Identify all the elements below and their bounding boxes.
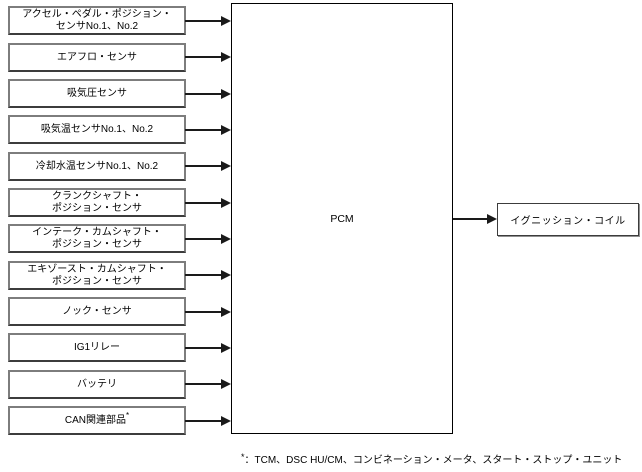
arrow-shaft [185,56,221,58]
input-box-label: 冷却水温センサNo.1、No.2 [35,160,159,172]
input-arrow-4 [185,125,231,135]
input-box-airflow-sensor: エアフロ・センサ [8,43,186,72]
input-box-label: IG1リレー [73,341,121,353]
footnote-text: ：TCM、DSC HU/CM、コンビネーション・メータ、スタート・ストップ・ユニ… [244,455,623,466]
arrow-head-icon [221,234,231,244]
arrow-shaft [185,420,221,422]
pcm-label: PCM [330,212,354,225]
input-box-intake-air-temp-sensor: 吸気温センサNo.1、No.2 [8,115,186,144]
input-box-knock-sensor: ノック・センサ [8,297,186,326]
arrow-head-icon [221,16,231,26]
footnote-reference-asterisk: * [126,411,130,420]
arrow-shaft [185,238,221,240]
arrow-head-icon [221,198,231,208]
output-box-label: イグニッション・コイル [510,216,626,227]
input-box-label: クランクシャフト・ ポジション・センサ [52,191,142,214]
input-box-battery: バッテリ [8,370,186,399]
input-box-intake-pressure-sensor: 吸気圧センサ [8,79,186,108]
arrow-shaft [185,93,221,95]
arrow-head-icon [221,161,231,171]
input-arrow-10 [185,343,231,353]
input-box-label: アクセル・ペダル・ポジション・ センサNo.1、No.2 [22,9,172,32]
arrow-head-icon [221,379,231,389]
arrow-shaft [185,129,221,131]
arrow-shaft [185,202,221,204]
input-arrow-6 [185,198,231,208]
arrow-head-icon [221,89,231,99]
input-box-label: エアフロ・センサ [57,51,137,63]
input-arrow-8 [185,270,231,280]
arrow-head-icon [221,343,231,353]
arrow-shaft [185,347,221,349]
input-box-crankshaft-position-sensor: クランクシャフト・ ポジション・センサ [8,188,186,217]
input-box-label: エキゾースト・カムシャフト・ ポジション・センサ [27,264,167,287]
input-arrow-12 [185,416,231,426]
arrow-head-icon [221,270,231,280]
input-arrow-1 [185,16,231,26]
arrow-shaft [185,311,221,313]
input-box-intake-camshaft-position-sensor: インテーク・カムシャフト・ ポジション・センサ [8,224,186,253]
arrow-shaft [185,274,221,276]
arrow-head-icon [221,307,231,317]
arrow-shaft [453,218,487,220]
footnote: *：TCM、DSC HU/CM、コンビネーション・メータ、スタート・ストップ・ユ… [241,451,622,466]
input-box-label: 吸気圧センサ [67,87,127,99]
input-box-coolant-temp-sensor: 冷却水温センサNo.1、No.2 [8,152,186,181]
arrow-head-icon [221,416,231,426]
arrow-head-icon [221,52,231,62]
input-box-label: 吸気温センサNo.1、No.2 [40,123,154,135]
arrow-head-icon [487,214,497,224]
input-box-label: バッテリ [77,378,117,390]
input-box-can-related-parts: CAN関連部品* [8,406,186,435]
input-box-accel-pedal-position-sensor: アクセル・ペダル・ポジション・ センサNo.1、No.2 [8,6,186,35]
input-arrow-9 [185,307,231,317]
arrow-shaft [185,20,221,22]
arrow-shaft [185,165,221,167]
input-box-label: インテーク・カムシャフト・ ポジション・センサ [32,227,162,250]
input-box-label: CAN関連部品 [64,414,126,426]
input-box-exhaust-camshaft-position-sensor: エキゾースト・カムシャフト・ ポジション・センサ [8,261,186,290]
input-box-ig1-relay: IG1リレー [8,333,186,362]
footnote-marker: * [241,452,245,462]
arrow-head-icon [221,125,231,135]
input-box-label: ノック・センサ [62,305,132,317]
input-arrow-5 [185,161,231,171]
output-box-ignition-coil: イグニッション・コイル [497,203,639,236]
input-arrow-3 [185,89,231,99]
input-arrow-11 [185,379,231,389]
input-arrow-2 [185,52,231,62]
arrow-shaft [185,383,221,385]
pcm-box: PCM [231,3,453,434]
output-arrow [453,214,497,224]
input-arrow-7 [185,234,231,244]
